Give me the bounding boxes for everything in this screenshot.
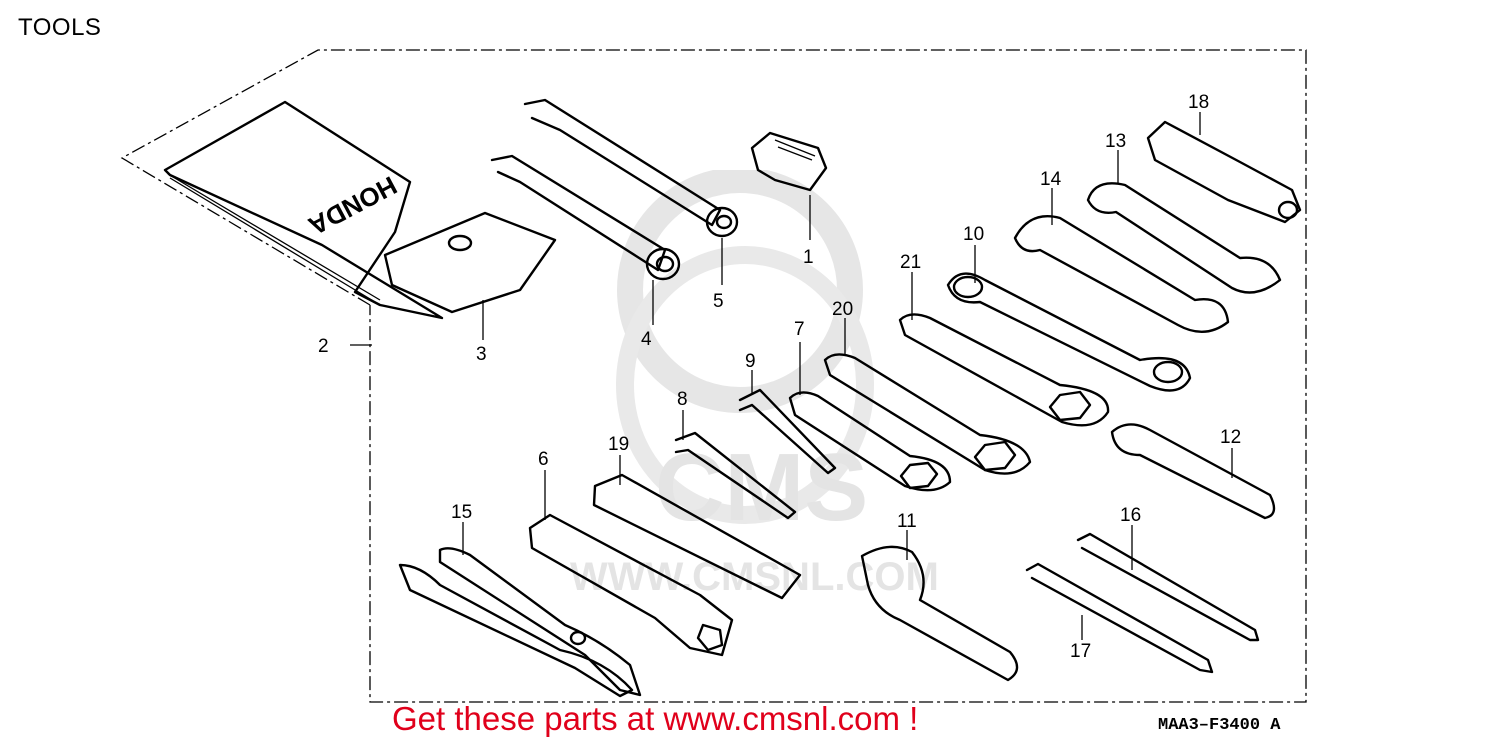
callout-10: 10 xyxy=(963,224,984,245)
cmsnl-promo-link[interactable]: Get these parts at www.cmsnl.com ! xyxy=(392,700,919,737)
callout-6: 6 xyxy=(538,449,549,470)
boundary-frame xyxy=(120,49,1307,703)
page-title: TOOLS xyxy=(18,14,102,41)
tool-roll: HONDA xyxy=(163,100,557,320)
pin-spanner xyxy=(860,545,1019,682)
handle-bar xyxy=(592,473,802,600)
callout-21: 21 xyxy=(900,252,921,273)
callout-15: 15 xyxy=(451,502,472,523)
callout-9: 9 xyxy=(745,351,756,372)
callout-7: 7 xyxy=(794,319,805,340)
callout-18: 18 xyxy=(1188,92,1209,113)
cms-watermark: CMS WWW.CMSNL.COM xyxy=(570,170,939,599)
callout-13: 13 xyxy=(1105,131,1126,152)
leader-lines xyxy=(350,112,1233,640)
tool-roll-logo: HONDA xyxy=(303,170,401,241)
callout-19: 19 xyxy=(608,434,629,455)
plug-wrench xyxy=(528,513,734,657)
callout-20: 20 xyxy=(832,299,853,320)
small-wrench xyxy=(1110,423,1276,520)
callout-8: 8 xyxy=(677,389,688,410)
diagram-code: MAA3–F3400 A xyxy=(1158,716,1281,735)
watermark-site: WWW.CMSNL.COM xyxy=(570,555,939,599)
ring-spanner xyxy=(946,272,1192,392)
callout-4: 4 xyxy=(641,329,652,350)
callout-14: 14 xyxy=(1040,169,1062,190)
open-end-wrenches xyxy=(1013,182,1282,333)
extension-bars xyxy=(490,98,739,281)
box-spanners xyxy=(788,313,1110,492)
screwdriver-handle xyxy=(1146,120,1302,224)
callout-12: 12 xyxy=(1220,427,1241,448)
callout-5: 5 xyxy=(713,291,724,312)
callout-16: 16 xyxy=(1120,505,1141,526)
callouts: 1 2 3 4 5 6 7 8 9 10 11 12 13 14 15 16 1… xyxy=(318,92,1241,662)
callout-17: 17 xyxy=(1070,641,1091,662)
callout-2: 2 xyxy=(318,336,329,357)
callout-3: 3 xyxy=(476,344,487,365)
callout-11: 11 xyxy=(897,511,917,532)
callout-1: 1 xyxy=(803,247,814,268)
screwdrivers xyxy=(1025,532,1260,674)
clip xyxy=(750,131,828,192)
pliers xyxy=(398,547,642,698)
hex-keys xyxy=(674,388,837,520)
